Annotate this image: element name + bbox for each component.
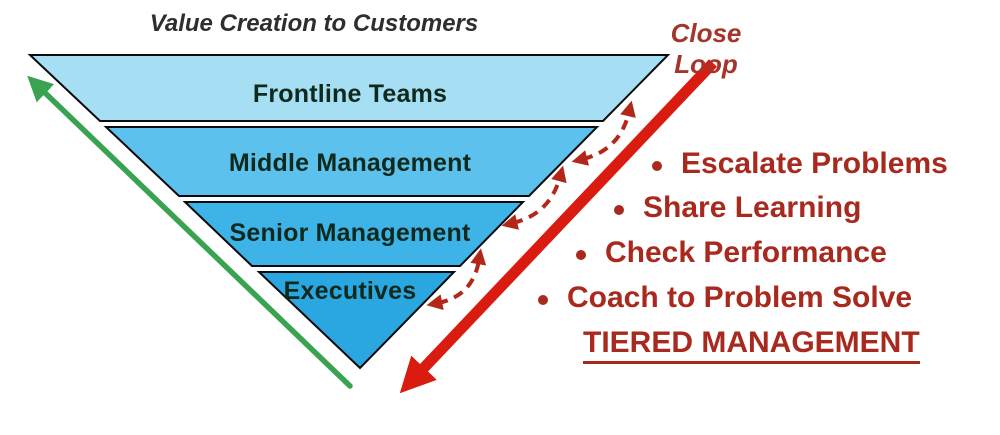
bullet-label: Check Performance — [605, 236, 887, 269]
bullet-dot-icon — [576, 249, 586, 260]
diagram-title: Value Creation to Customers — [149, 10, 479, 37]
bullet-dot-icon — [538, 294, 548, 305]
tier-shape-executives — [256, 271, 457, 370]
bullet-item-share-learning: Share Learning — [614, 191, 861, 225]
tiered-management-heading: TIERED MANAGEMENT — [583, 326, 920, 364]
bullet-label: Share Learning — [643, 191, 862, 224]
feedback-arrow-tier1-tier2 — [571, 100, 636, 166]
tier-label-executives: Executives — [283, 277, 417, 305]
tier-label-frontline-teams: Frontline Teams — [252, 80, 448, 108]
bullet-dot-icon — [652, 160, 662, 171]
bullet-dot-icon — [614, 204, 624, 215]
bullet-label: Coach to Problem Solve — [567, 281, 913, 314]
bullet-item-escalate-problems: Escalate Problems — [652, 147, 948, 181]
value-creation-arrow — [27, 75, 353, 389]
feedback-arrow-tier2-tier3 — [501, 165, 567, 230]
tier-label-senior-management: Senior Management — [229, 219, 471, 247]
close-loop-label: Close Loop — [670, 18, 742, 79]
tier-label-middle-management: Middle Management — [228, 149, 472, 177]
bullet-label: Escalate Problems — [681, 147, 948, 180]
bullet-item-check-performance: Check Performance — [576, 236, 887, 270]
bullet-item-coach-to-problem-solve: Coach to Problem Solve — [538, 281, 912, 315]
feedback-arrow-tier3-tier4 — [426, 248, 487, 311]
